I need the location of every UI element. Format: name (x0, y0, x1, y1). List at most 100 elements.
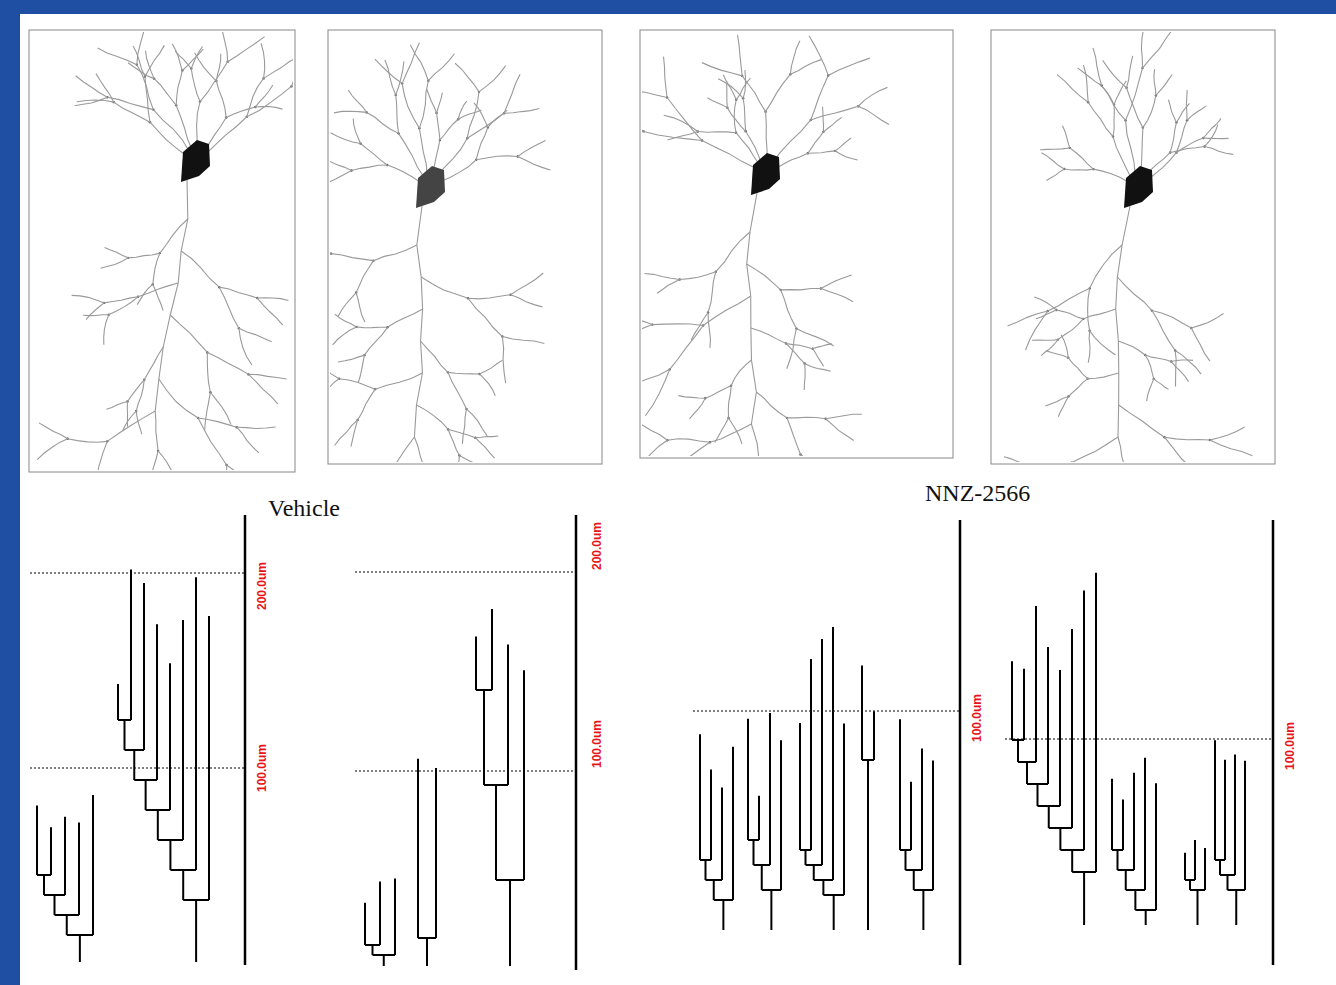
dendrite (410, 45, 428, 81)
dendrite (160, 219, 188, 253)
dendrite (351, 420, 358, 447)
dendrite (1186, 90, 1188, 120)
dendrogram-branch (417, 759, 419, 938)
dendrite (264, 57, 293, 79)
dendrite (1032, 339, 1058, 341)
dendrogram (355, 515, 576, 970)
dendrite (1117, 277, 1152, 311)
dendrite (385, 437, 415, 462)
dendrite (150, 451, 158, 470)
dendrite (402, 83, 419, 128)
dendrite (210, 392, 231, 424)
dendrite (809, 36, 828, 76)
dendrite (1116, 206, 1130, 437)
panel-frame (328, 30, 602, 464)
dendrogram-branch (1048, 806, 1050, 828)
dendrite (1152, 311, 1175, 351)
dendrite (644, 273, 679, 279)
dendrite (1143, 95, 1156, 127)
dendrogram-branch (722, 900, 724, 930)
dendrogram-branch (710, 770, 712, 860)
dendrogram-branch (495, 785, 497, 880)
scale-label: 200.0um (590, 522, 604, 570)
dendrite (1045, 397, 1068, 407)
dendrite (216, 81, 226, 117)
dendrite (1057, 75, 1088, 103)
dendrite (747, 264, 781, 290)
dendrogram-branch (182, 620, 184, 840)
dendrite (811, 106, 859, 120)
dendrite (137, 32, 146, 65)
dendrite (1126, 120, 1136, 176)
dendrite (813, 344, 832, 349)
dendrogram-branch (1059, 670, 1061, 806)
dendrite (338, 293, 356, 317)
dendrite (105, 248, 128, 258)
dendrite (751, 328, 786, 343)
dendrite (708, 272, 716, 313)
dendrite (1068, 358, 1088, 379)
dendrite (364, 327, 387, 355)
dendrite (1164, 437, 1200, 462)
dendrogram-branch (157, 810, 159, 840)
dendrite (766, 74, 791, 111)
dendrogram-branch (169, 840, 171, 870)
scale-label: 100.0um (970, 694, 984, 742)
dendrite (664, 57, 668, 98)
dendrogram-branch (483, 690, 485, 785)
dendrite (182, 49, 203, 70)
dendrite (448, 429, 459, 455)
dendrogram-branch (721, 787, 723, 880)
dendrite (331, 254, 373, 261)
dendrite (76, 76, 108, 98)
dendrite (428, 54, 454, 81)
dendrite (790, 41, 800, 75)
dendrite (743, 98, 746, 131)
dendrite (207, 352, 248, 374)
dendrogram-branch (747, 719, 749, 840)
dendrite (804, 364, 806, 391)
dendrite (858, 87, 887, 106)
dendrite (511, 295, 543, 307)
dendrogram-branch (1134, 890, 1136, 910)
dendrogram-branch (426, 938, 428, 966)
dendrogram-branch (383, 955, 385, 966)
dendrogram-branch (1214, 740, 1216, 860)
scale-gridline (355, 572, 576, 573)
dendrite (106, 402, 127, 410)
dendrogram-branch (1145, 910, 1147, 925)
dendrogram-branch (1023, 669, 1025, 740)
dendrogram-branch (130, 570, 132, 720)
dendrite (1113, 137, 1131, 179)
dendrogram-branch (394, 878, 396, 955)
dendrite (791, 455, 801, 456)
dendrite (1141, 32, 1143, 68)
dendrite (330, 170, 352, 187)
dendrite (437, 93, 443, 113)
scale-label: 100.0um (1283, 722, 1297, 770)
dendrogram-branch (843, 724, 845, 895)
dendrite (642, 88, 667, 97)
dendrogram-branch (1083, 872, 1085, 925)
dendrite (811, 76, 829, 120)
dendrite (153, 253, 160, 284)
dendrogram-branch (475, 636, 477, 690)
dendrogram-branch (1155, 783, 1157, 910)
dendrite (198, 418, 237, 427)
dendrite (107, 97, 153, 109)
dendrite (68, 439, 108, 442)
dendrite (734, 100, 736, 133)
dendrogram-branch (523, 670, 525, 880)
dendrogram-branch (913, 870, 915, 890)
dendrite (743, 70, 745, 98)
dendrite (1156, 74, 1172, 95)
dendrite (738, 35, 743, 76)
dendrite (458, 456, 459, 462)
dendrite (652, 324, 703, 326)
dendrite (698, 132, 736, 133)
dendrogram-branch (922, 890, 924, 930)
dendrite (1004, 457, 1032, 462)
dendrogram-branch (813, 865, 815, 880)
scale-gridline (1005, 739, 1273, 740)
dendrite (205, 392, 211, 430)
